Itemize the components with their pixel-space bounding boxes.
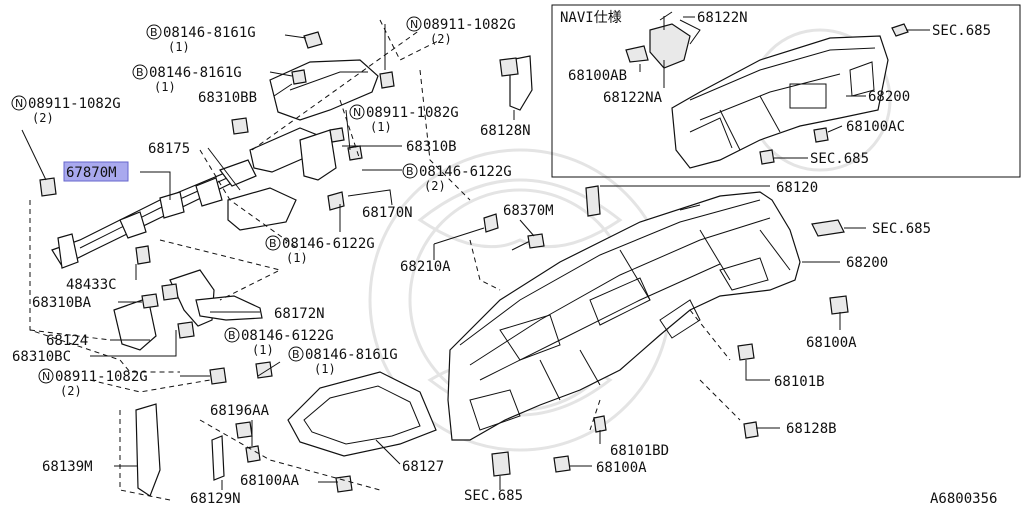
part-label-68128b: 68128B — [786, 421, 837, 437]
part-label-68101b: 68101B — [774, 374, 825, 390]
callout-mark: B — [150, 26, 158, 39]
part-label-sec685-right: SEC.685 — [872, 221, 931, 237]
inset-label-68200: 68200 — [868, 89, 910, 105]
callout-code: 08146-6122G — [419, 164, 512, 180]
callout-b-08146-8161g-3: B 08146-8161G (1) — [288, 346, 398, 376]
bracket-group-upper — [227, 31, 533, 231]
callout-mark: B — [269, 237, 277, 250]
inset-labels: NAVI仕様 68122N 68100AB 68122NA 68200 6810… — [560, 10, 991, 167]
diagram-id: A6800356 — [930, 491, 997, 507]
inset-label-68100ab: 68100AB — [568, 68, 627, 84]
part-label-68175: 68175 — [148, 141, 190, 157]
callout-code: 08911-1082G — [366, 105, 459, 121]
part-labels: 68310BB 68175 67870M 68310B 68128N 68170… — [12, 90, 931, 507]
callout-qty: (2) — [60, 384, 82, 398]
callout-mark: N — [15, 97, 23, 110]
inset-leaders — [639, 16, 930, 159]
callout-code: 08911-1082G — [28, 96, 121, 112]
callout-mark: N — [42, 370, 50, 383]
part-label-68370m: 68370M — [503, 203, 554, 219]
part-label-68310bc: 68310BC — [12, 349, 71, 365]
callout-mark: N — [353, 106, 361, 119]
callout-mark: N — [410, 18, 418, 31]
callout-code: 08146-6122G — [282, 236, 375, 252]
instrument-panel-68200 — [447, 191, 801, 441]
inset-dashboard-drawing — [625, 11, 889, 169]
callout-qty: (1) — [286, 251, 308, 265]
callout-mark: B — [292, 348, 300, 361]
part-label-67870m: 67870M — [66, 165, 117, 181]
dashed-boundaries — [29, 19, 741, 501]
callout-b-08146-6122g-2: B 08146-6122G (1) — [265, 235, 375, 265]
callout-code: 08911-1082G — [55, 369, 148, 385]
part-label-68127: 68127 — [402, 459, 444, 475]
inset-frame — [551, 4, 1021, 178]
callout-qty: (2) — [424, 179, 446, 193]
part-label-68129n: 68129N — [190, 491, 241, 507]
callout-b-08146-8161g-1: B 08146-8161G (1) — [146, 24, 256, 54]
callout-code: 08146-8161G — [305, 347, 398, 363]
part-label-68100a-bottom: 68100A — [596, 460, 647, 476]
inset-title: NAVI仕様 — [560, 10, 622, 26]
part-label-68310b: 68310B — [406, 139, 457, 155]
callout-code: 08146-8161G — [149, 65, 242, 81]
part-label-68100a-right: 68100A — [806, 335, 857, 351]
highlight-67870m — [63, 161, 129, 182]
part-label-sec685-bottom: SEC.685 — [464, 488, 523, 504]
inset-label-68100ac: 68100AC — [846, 119, 905, 135]
part-label-68200: 68200 — [846, 255, 888, 271]
callout-qty: (1) — [154, 80, 176, 94]
callout-code: 08146-8161G — [163, 25, 256, 41]
callout-b-08146-8161g-2: B 08146-8161G (1) — [132, 64, 242, 94]
callout-code: 08146-6122G — [241, 328, 334, 344]
part-label-68139m: 68139M — [42, 459, 93, 475]
inset-label-68122na: 68122NA — [603, 90, 663, 106]
callout-n-08911-1082g-mid: N 08911-1082G (1) — [349, 104, 459, 134]
leader-lines — [21, 24, 866, 490]
callout-mark: B — [406, 165, 414, 178]
callout-qty: (1) — [370, 120, 392, 134]
part-label-68120: 68120 — [776, 180, 818, 196]
callout-qty: (2) — [430, 32, 452, 46]
part-label-68124: 68124 — [46, 333, 88, 349]
part-label-68100aa: 68100AA — [240, 473, 300, 489]
callout-code: 08911-1082G — [423, 17, 516, 33]
callout-qty: (1) — [168, 40, 190, 54]
inset-label-sec685-bottom: SEC.685 — [810, 151, 869, 167]
steering-member-67870m — [51, 159, 257, 269]
part-label-68101bd: 68101BD — [610, 443, 669, 459]
part-label-68170n: 68170N — [362, 205, 413, 221]
callout-n-08911-1082g-top: N 08911-1082G (2) — [406, 16, 516, 46]
inset-label-68122n: 68122N — [697, 10, 748, 26]
part-label-68310bb: 68310BB — [198, 90, 257, 106]
callout-n-08911-1082g-bot: N 08911-1082G (2) — [38, 368, 148, 398]
callout-n-08911-1082g-left: N 08911-1082G (2) — [11, 95, 121, 125]
inset-fasteners — [759, 23, 909, 165]
part-label-68196aa: 68196AA — [210, 403, 270, 419]
callout-mark: B — [136, 66, 144, 79]
part-label-68310ba: 68310BA — [32, 295, 92, 311]
part-label-68128n: 68128N — [480, 123, 531, 139]
callout-mark: B — [228, 329, 236, 342]
callout-qty: (1) — [252, 343, 274, 357]
callout-b-08146-6122g-3: B 08146-6122G (1) — [224, 327, 334, 357]
inset-label-sec685-top: SEC.685 — [932, 23, 991, 39]
callout-qty: (2) — [32, 111, 54, 125]
callout-b-08146-6122g-1: B 08146-6122G (2) — [402, 163, 512, 193]
part-label-48433c: 48433C — [66, 277, 117, 293]
part-label-68210a: 68210A — [400, 259, 451, 275]
part-label-68172n: 68172N — [274, 306, 325, 322]
callout-qty: (1) — [314, 362, 336, 376]
panel-fasteners — [483, 185, 849, 477]
bracket-group-lower — [39, 177, 437, 497]
